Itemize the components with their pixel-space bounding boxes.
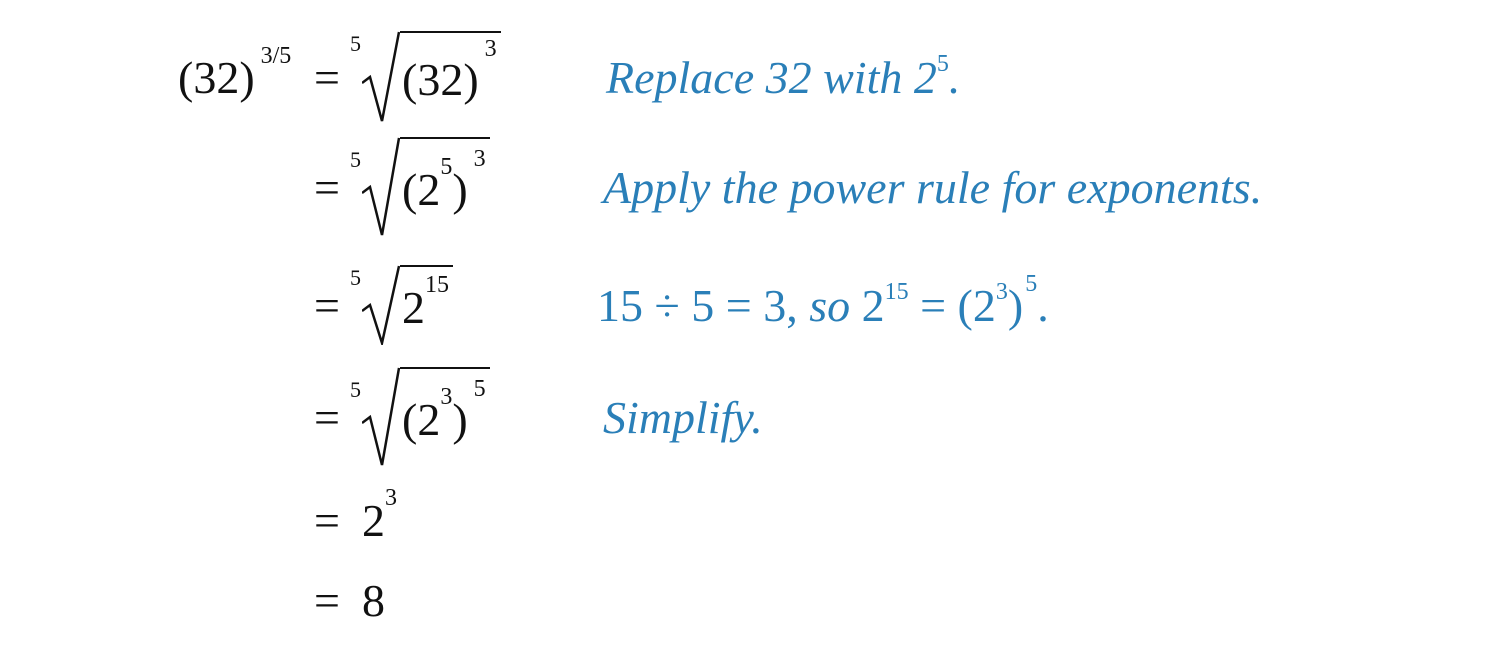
close-paren: ) — [452, 393, 468, 445]
equals-sign: = — [314, 279, 340, 331]
radical-expression: 5 (32)3 — [350, 31, 501, 123]
radicand-base: (2 — [402, 163, 441, 215]
root-index: 5 — [350, 377, 361, 402]
step-note: Simplify. — [603, 391, 763, 443]
note-inner-exponent: 3 — [995, 278, 1008, 305]
note-period: . — [1037, 279, 1049, 331]
note-base: 2 — [861, 279, 885, 331]
step-note: 15 ÷ 5 = 3, so 215 = (23)5. — [597, 271, 1049, 332]
note-rhs: = (2 — [920, 279, 996, 331]
note-so: so — [809, 279, 851, 331]
equals-sign: = — [314, 391, 340, 443]
fifth-root: 5 (32)3 — [350, 31, 501, 123]
radicand-base: (32) — [402, 53, 479, 105]
note-exponent: 15 — [884, 278, 909, 305]
equals-sign: = — [314, 494, 340, 546]
radicand-exponent: 3 — [484, 35, 497, 62]
outer-exponent: 3 — [473, 145, 486, 172]
equals-sign: = — [314, 161, 340, 213]
lhs-base: (32) — [178, 51, 255, 103]
radicand-base: 2 — [402, 281, 425, 333]
root-index: 5 — [350, 31, 361, 56]
step-6: = 8 — [0, 545, 1500, 655]
radicand: (32)3 — [400, 31, 501, 123]
note-period: . — [948, 51, 961, 103]
note-outer-exponent: 5 — [1025, 270, 1038, 297]
close-paren: ) — [452, 163, 468, 215]
radicand-exponent: 15 — [425, 271, 449, 298]
outer-exponent: 5 — [473, 375, 486, 402]
radical-sign-icon — [362, 137, 400, 236]
equals-sign: = — [314, 574, 340, 626]
lhs-exponent: 3/5 — [260, 42, 292, 69]
note-close-paren: ) — [1007, 279, 1024, 331]
radicand-base: (2 — [402, 393, 441, 445]
exponent: 3 — [385, 484, 397, 511]
root-index: 5 — [350, 265, 361, 290]
equals-sign: = — [314, 51, 340, 103]
step-note: Replace 32 with 25. — [606, 51, 960, 104]
root-index: 5 — [350, 147, 361, 172]
radical-sign-icon — [362, 31, 400, 122]
note-exponent: 5 — [936, 50, 949, 77]
inner-exponent: 5 — [440, 153, 453, 180]
step-note: Apply the power rule for exponents. — [603, 161, 1263, 213]
base: 2 — [362, 494, 385, 546]
note-text: Replace 32 with 2 — [606, 51, 937, 103]
final-value: 8 — [362, 574, 385, 626]
lhs-expression: (32)3/5 — [178, 43, 291, 104]
radical-sign-icon — [362, 265, 400, 345]
inner-exponent: 3 — [440, 383, 453, 410]
radical-sign-icon — [362, 367, 400, 466]
step-1: (32)3/5 = 5 (32)3 Replace 32 with 25. — [0, 22, 1500, 132]
note-division: 15 ÷ 5 = 3, — [597, 279, 798, 331]
